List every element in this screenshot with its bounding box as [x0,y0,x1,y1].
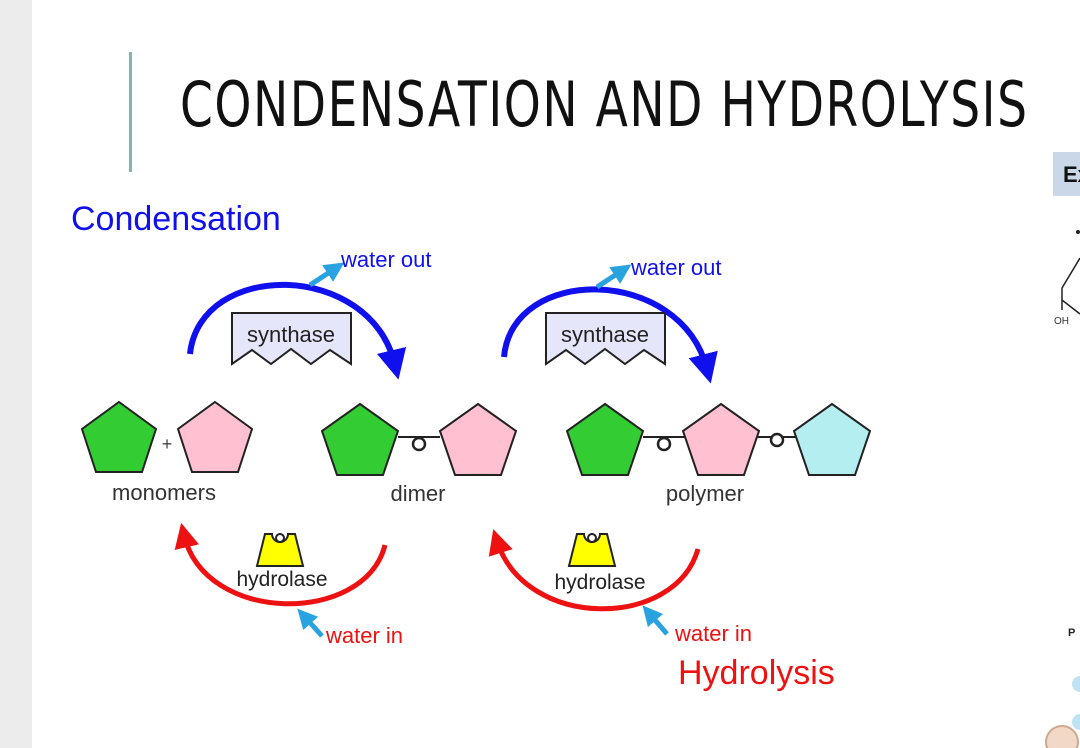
side-panel-structure-icon [1061,230,1080,315]
slide-title: CONDENSATION AND HYDROLYSIS [180,68,1029,141]
water-in-arrow-right [642,605,669,636]
hydrolase-arrow-right [488,529,701,612]
side-panel-bullet-icon [1072,676,1080,730]
title-accent-bar [129,52,132,172]
hydrolysis-label: Hydrolysis [678,654,835,692]
water-out-arrow-right [595,264,632,290]
hydrolase-enzyme-icon: hydrolase [236,533,328,591]
synthase-arrow-left [187,281,407,380]
water-out-label-right: water out [630,255,722,280]
hydrolase-label: hydrolase [236,568,327,591]
pentagon-monomer-icon [792,402,872,476]
water-in-label-right: water in [674,621,752,646]
hydrolase-label: hydrolase [554,571,645,594]
bond-oxygen-icon [769,432,785,448]
synthase-enzyme-icon: synthase [545,312,666,366]
side-panel-avatar-icon [1045,725,1079,748]
side-panel-tab: Ex [1053,152,1080,196]
water-in-arrow-left [297,608,324,638]
pentagon-monomer-icon [681,402,761,476]
hydrolase-arrow-left [174,522,388,607]
water-out-arrow-left [308,262,345,288]
hydrolase-enzyme-icon: hydrolase [554,533,646,594]
pentagon-monomer-icon [438,402,518,476]
side-panel-letter: P [1068,627,1076,639]
side-panel-oh-label: OH [1054,316,1069,327]
bond-oxygen-icon [411,436,427,452]
monomers-label: monomers [112,480,216,505]
polymer-label: polymer [666,481,744,506]
synthase-label: synthase [561,322,649,347]
dimer-label: dimer [390,481,445,506]
synthase-arrow-right [501,286,718,384]
plus-sign: + [162,434,173,454]
pentagon-monomer-icon [320,402,400,476]
condensation-label: Condensation [71,200,281,238]
synthase-label: synthase [247,322,335,347]
water-out-label-left: water out [340,247,432,272]
pentagon-monomer-icon [565,402,645,476]
bond-oxygen-icon [656,436,672,452]
synthase-enzyme-icon: synthase [231,312,352,366]
pentagon-monomer-icon [176,400,254,473]
water-in-label-left: water in [325,623,403,648]
pentagon-monomer-icon [80,400,158,473]
slide: CONDENSATION AND HYDROLYSIS Condensation… [32,0,1080,748]
